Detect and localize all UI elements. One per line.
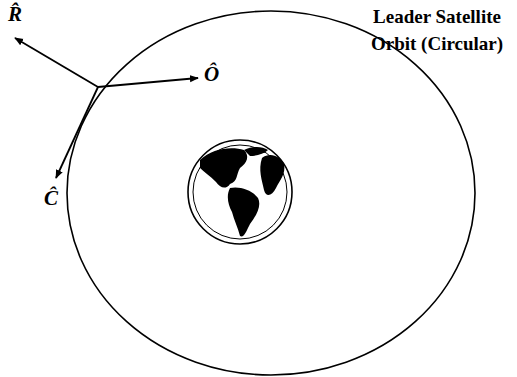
unit-vector-label: Ĉ	[44, 186, 58, 211]
earth-icon	[188, 140, 292, 244]
c-unit-arrow	[56, 87, 98, 178]
r-unit-arrow	[15, 38, 98, 87]
o-unit-arrow	[98, 78, 198, 87]
orbit-circle	[67, 11, 475, 375]
orbit-caption: Leader Satellite Orbit (Circular)	[362, 4, 512, 57]
unit-vector-label: Ô	[204, 62, 219, 87]
unit-vector-label: R̂	[8, 2, 22, 27]
